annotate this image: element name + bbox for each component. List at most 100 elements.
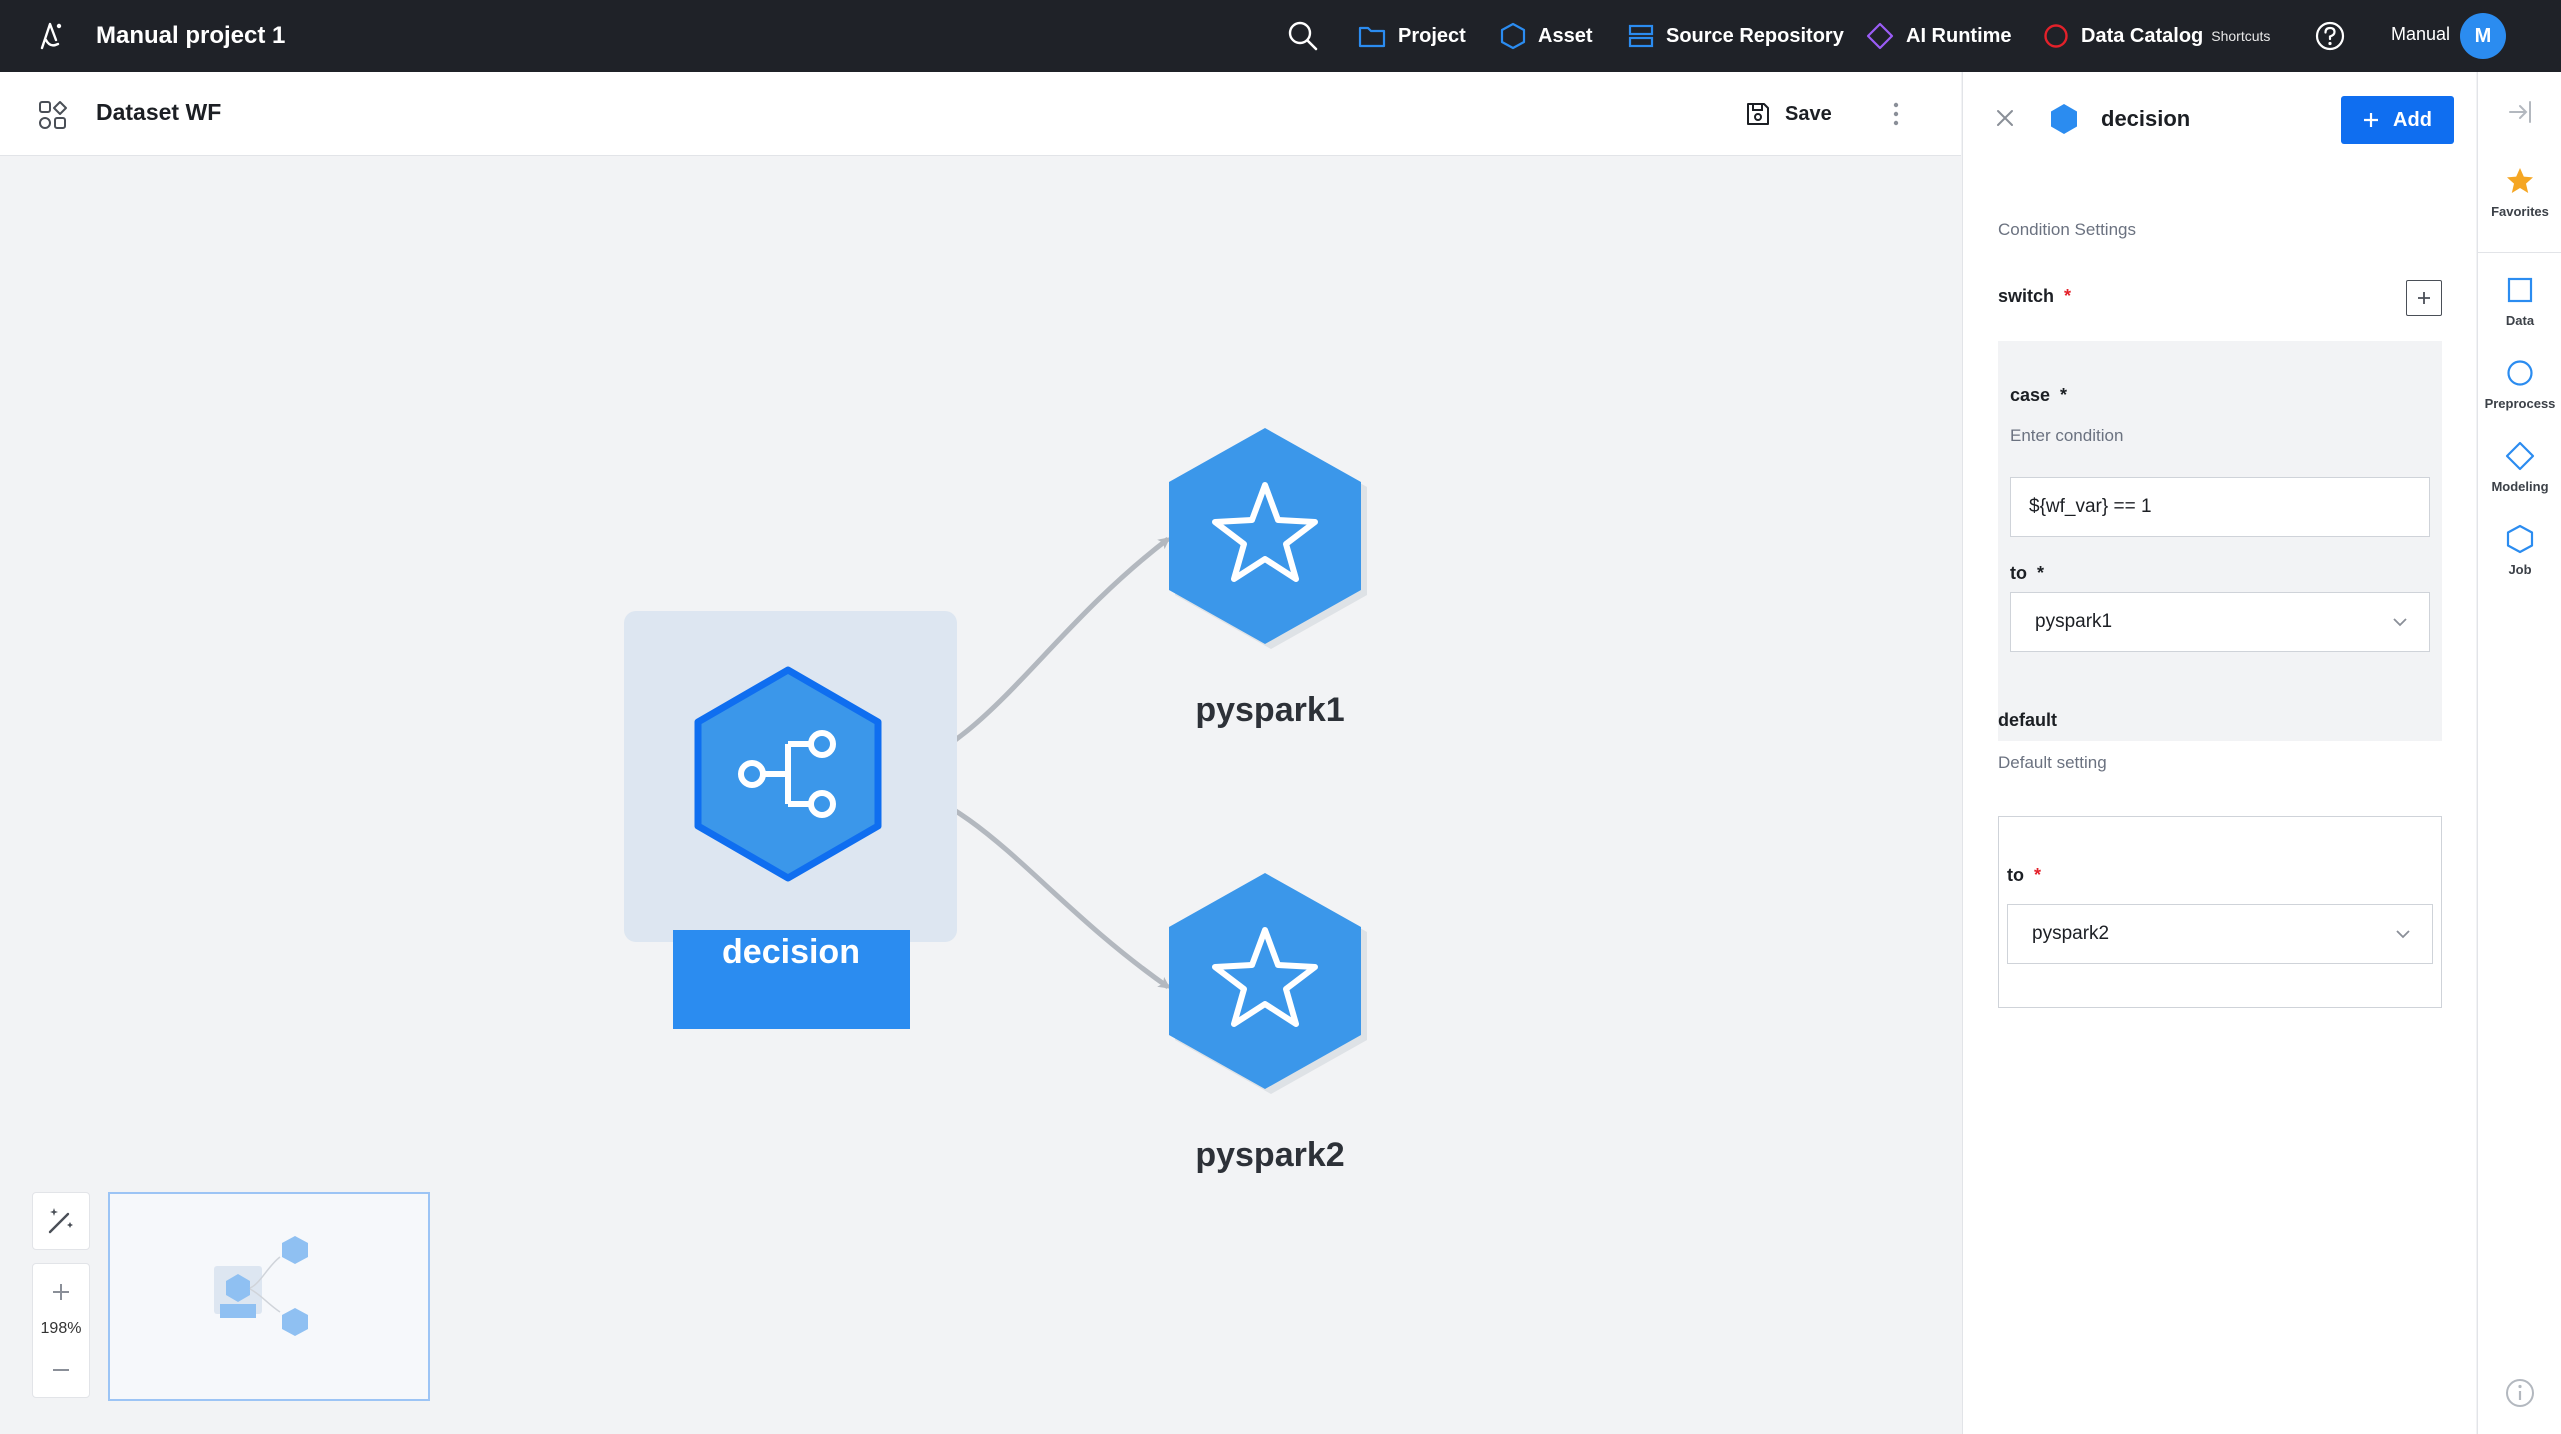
top-navigation-bar: Manual project 1 Project Asset Source Re… <box>0 0 2561 72</box>
nav-source-repository[interactable]: Source Repository <box>1628 20 1844 52</box>
rail-item-preprocess-label: Preprocess <box>2484 396 2556 411</box>
case-label: case * <box>2010 385 2067 406</box>
zoom-in-button[interactable] <box>33 1272 89 1312</box>
required-mark: * <box>2037 563 2045 583</box>
case-block: case * Enter condition ${wf_var} == 1 to *… <box>1998 341 2442 741</box>
rail-divider <box>2478 252 2561 253</box>
square-icon <box>2507 277 2533 303</box>
avatar[interactable]: M <box>2460 13 2506 59</box>
minimap[interactable] <box>108 1192 430 1401</box>
category-rail: Favorites Data Preprocess Modeling Job <box>2477 72 2561 1434</box>
app-logo-icon[interactable] <box>32 18 68 54</box>
chevron-down-icon <box>2396 930 2410 939</box>
diamond-icon <box>1866 22 1894 50</box>
auto-layout-button[interactable] <box>32 1192 90 1250</box>
zoom-controls: 198% <box>32 1263 90 1398</box>
rail-item-modeling-label: Modeling <box>2491 479 2549 494</box>
required-mark: * <box>2034 865 2042 885</box>
folder-icon <box>1358 26 1386 48</box>
nav-ai-runtime-label: AI Runtime <box>1906 24 2012 47</box>
pyspark2-node-label: pyspark2 <box>1195 1136 1345 1174</box>
search-icon[interactable] <box>1285 18 1321 54</box>
case-to-select[interactable]: pyspark1 <box>2010 592 2430 652</box>
help-icon[interactable] <box>2313 19 2347 53</box>
switch-label: switch * <box>1998 286 2071 307</box>
rail-item-job-label: Job <box>2508 562 2532 577</box>
nav-project-label: Project <box>1398 24 1466 47</box>
server-icon <box>1628 24 1654 48</box>
nav-asset-label: Asset <box>1538 24 1593 47</box>
case-to-value: pyspark1 <box>2035 611 2113 632</box>
case-label-text: case <box>2010 385 2051 405</box>
case-condition-input[interactable]: ${wf_var} == 1 <box>2010 477 2430 537</box>
save-icon <box>1747 103 1769 125</box>
workflow-canvas[interactable]: decision pyspark1 pyspark2 198% <box>0 157 1961 1434</box>
add-case-button[interactable] <box>2406 280 2442 316</box>
project-title[interactable]: Manual project 1 <box>96 22 286 49</box>
panel-title: decision <box>2101 106 2191 131</box>
nav-project[interactable]: Project <box>1358 20 1466 52</box>
pyspark1-node[interactable] <box>1165 425 1375 655</box>
properties-panel: decision Add Condition Settings switch* … <box>1962 72 2476 1434</box>
decision-node[interactable] <box>688 664 888 884</box>
rail-item-modeling[interactable]: Modeling <box>2478 441 2561 494</box>
magic-wand-icon <box>48 1208 73 1234</box>
save-button[interactable]: Save <box>1745 98 1832 130</box>
rail-item-data-label: Data <box>2505 313 2535 328</box>
default-hint: Default setting <box>1998 753 2107 772</box>
pyspark2-node[interactable] <box>1165 870 1375 1100</box>
more-options-icon[interactable] <box>1884 98 1908 130</box>
hexagon-icon <box>1500 22 1526 50</box>
info-icon[interactable] <box>2504 1377 2536 1409</box>
save-label: Save <box>1785 102 1832 125</box>
rail-item-favorites-label: Favorites <box>2491 204 2549 219</box>
rail-item-favorites[interactable]: Favorites <box>2478 166 2561 219</box>
nav-ai-runtime[interactable]: AI Runtime <box>1866 20 2012 52</box>
add-button[interactable]: Add <box>2341 96 2454 144</box>
close-icon[interactable] <box>1993 106 2017 130</box>
rail-item-data[interactable]: Data <box>2478 275 2561 328</box>
decision-node-label: decision <box>722 933 860 971</box>
case-to-label: to * <box>2010 563 2044 584</box>
case-hint: Enter condition <box>2010 426 2124 445</box>
switch-label-text: switch <box>1998 286 2055 306</box>
shortcuts-label[interactable]: Shortcuts <box>2211 28 2271 44</box>
hexagon-icon <box>2051 104 2077 134</box>
star-icon <box>2507 168 2533 193</box>
nav-asset[interactable]: Asset <box>1500 20 1592 52</box>
required-mark: * <box>2060 385 2068 405</box>
star-icon <box>1212 482 1318 582</box>
circle-icon <box>2507 360 2533 386</box>
pyspark1-node-label: pyspark1 <box>1195 691 1345 729</box>
workflow-title: Dataset WF <box>96 99 222 125</box>
minimap-preview <box>214 1236 308 1336</box>
collapse-panel-icon[interactable] <box>2506 98 2534 126</box>
workflow-header: Dataset WF Save <box>0 72 1961 156</box>
zoom-out-button[interactable] <box>33 1350 89 1390</box>
workflow-icon <box>39 101 67 129</box>
user-name[interactable]: Manual <box>2391 24 2451 44</box>
default-to-label-text: to <box>2007 865 2024 885</box>
plus-icon <box>53 1284 69 1300</box>
star-icon <box>1212 927 1318 1027</box>
nav-data-catalog[interactable]: Data Catalog Shortcuts <box>2043 20 2270 52</box>
required-mark: * <box>2064 286 2072 306</box>
rail-item-job[interactable]: Job <box>2478 524 2561 577</box>
condition-settings-title: Condition Settings <box>1998 220 2136 239</box>
circle-icon <box>2044 24 2068 48</box>
nav-source-repository-label: Source Repository <box>1666 24 1844 47</box>
plus-icon <box>2364 113 2379 127</box>
diamond-icon <box>2505 441 2535 471</box>
minus-icon <box>53 1369 69 1371</box>
zoom-level: 198% <box>40 1320 82 1337</box>
decision-node-label-box[interactable] <box>673 930 910 1029</box>
branch-icon <box>738 730 836 818</box>
default-to-label: to * <box>2007 865 2041 886</box>
rail-item-preprocess[interactable]: Preprocess <box>2478 358 2561 411</box>
default-block: to * pyspark2 <box>1998 816 2442 1008</box>
default-to-value: pyspark2 <box>2032 923 2110 944</box>
case-to-label-text: to <box>2010 563 2027 583</box>
add-button-label: Add <box>2393 108 2432 131</box>
default-to-select[interactable]: pyspark2 <box>2007 904 2433 964</box>
chevron-down-icon <box>2393 618 2407 627</box>
